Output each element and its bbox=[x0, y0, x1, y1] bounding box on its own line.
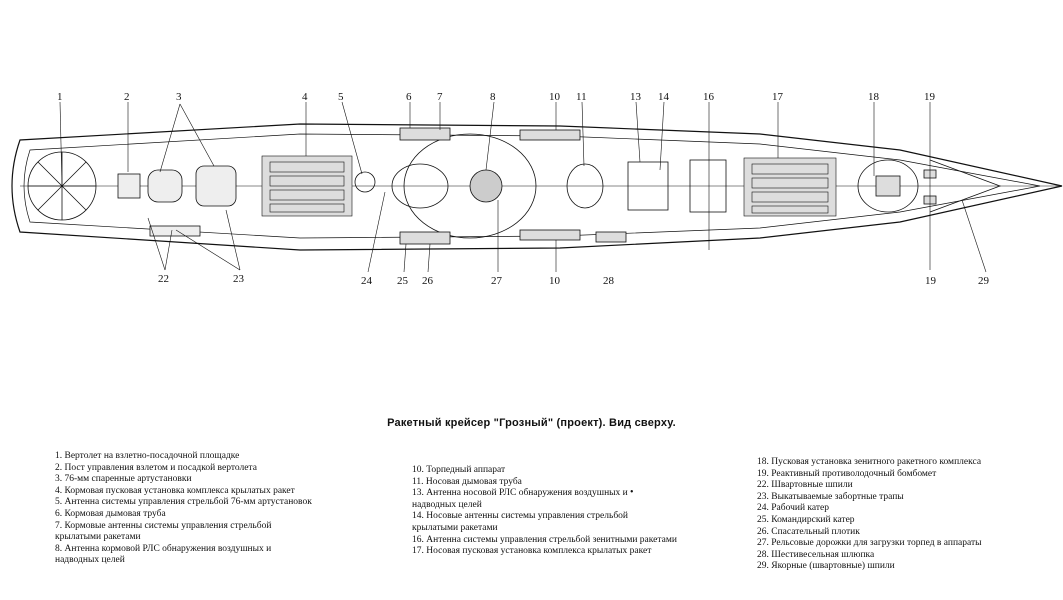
label-8: 8 bbox=[490, 91, 496, 103]
label-13: 13 bbox=[630, 91, 642, 103]
label-10-top: 10 bbox=[549, 91, 561, 103]
legend-item: 10. Торпедный аппарат bbox=[412, 465, 506, 475]
label-14: 14 bbox=[658, 91, 670, 103]
legend-item: 11. Носовая дымовая труба bbox=[412, 476, 522, 487]
legend-item: 24. Рабочий катер bbox=[757, 503, 829, 514]
drawing-caption: Ракетный крейсер "Грозный" (проект). Вид… bbox=[387, 417, 676, 429]
aft-missile-launcher bbox=[261, 155, 353, 217]
legend-item: 19. Реактивный противолодочный бомбомет bbox=[757, 468, 937, 479]
aft-gun-mounts bbox=[117, 165, 237, 237]
legend-item: 6. Кормовая дымовая труба bbox=[55, 508, 166, 519]
legend-item: 14. Носовые антенны системы управления с… bbox=[412, 511, 628, 533]
legend-item: 16. Антенна системы управления стрельбой… bbox=[412, 534, 677, 545]
legend-item: 18. Пусковая установка зенитного ракетно… bbox=[757, 457, 982, 467]
legend-item: 7. Кормовые антенны системы управления с… bbox=[55, 520, 272, 543]
legend-item: 4. Кормовая пусковая установка комплекса… bbox=[55, 485, 295, 496]
label-6: 6 bbox=[406, 91, 412, 103]
label-25: 25 bbox=[397, 275, 409, 287]
forward-missile-launcher bbox=[743, 157, 837, 217]
label-28: 28 bbox=[603, 275, 615, 287]
label-11: 11 bbox=[576, 91, 587, 103]
legend-item: 26. Спасательный плотик bbox=[757, 526, 860, 537]
label-19-top: 19 bbox=[924, 91, 936, 103]
legend-item: 2. Пост управления взлетом и посадкой ве… bbox=[55, 462, 257, 473]
label-7: 7 bbox=[437, 91, 443, 103]
labels-top: 1 2 3 4 5 6 7 8 10 11 13 14 16 17 18 19 bbox=[57, 91, 936, 103]
labels-bottom: 22 23 24 25 26 27 10 28 19 29 bbox=[158, 273, 990, 287]
leader-lines bbox=[59, 101, 987, 273]
label-29: 29 bbox=[978, 275, 990, 287]
legend-item: 3. 76-мм спаренные артустановки bbox=[55, 474, 192, 485]
deck-edge bbox=[23, 133, 1041, 239]
label-1: 1 bbox=[57, 91, 63, 103]
legend-item: 22. Швартовные шпили bbox=[757, 480, 853, 491]
legend-item: 27. Рельсовые дорожки для загрузки торпе… bbox=[757, 538, 982, 549]
label-24: 24 bbox=[361, 275, 373, 287]
legend-item: 28. Шестивесельная шлюпка bbox=[757, 549, 875, 560]
legend-item: 25. Командирский катер bbox=[757, 514, 855, 525]
label-2: 2 bbox=[124, 91, 130, 103]
label-27: 27 bbox=[491, 275, 503, 287]
label-23: 23 bbox=[233, 273, 245, 285]
legend-item: 8. Антенна кормовой РЛС обнаружения возд… bbox=[55, 543, 272, 566]
label-19-bottom: 19 bbox=[925, 275, 937, 287]
label-3: 3 bbox=[176, 91, 182, 103]
label-18: 18 bbox=[868, 91, 880, 103]
hull-outline bbox=[11, 123, 1063, 251]
legend-item: 1. Вертолет на взлетно-посадочной площад… bbox=[55, 451, 240, 461]
legend-item: 5. Антенна системы управления стрельбой … bbox=[55, 497, 312, 508]
legend-column-3: 18. Пусковая установка зенитного ракетно… bbox=[757, 457, 1057, 573]
label-10-bottom: 10 bbox=[549, 275, 561, 287]
stray-mark: • bbox=[630, 487, 634, 498]
legend-column-1: 1. Вертолет на взлетно-посадочной площад… bbox=[55, 451, 335, 567]
legend-item: 17. Носовая пусковая установка комплекса… bbox=[412, 546, 652, 557]
label-4: 4 bbox=[302, 91, 308, 103]
legend-column-2: 10. Торпедный аппарат 11. Носовая дымова… bbox=[412, 465, 712, 558]
label-22: 22 bbox=[158, 273, 169, 285]
label-26: 26 bbox=[422, 275, 434, 287]
legend-item: 13. Антенна носовой РЛС обнаружения возд… bbox=[412, 488, 628, 510]
label-16: 16 bbox=[703, 91, 715, 103]
legend-item: 23. Выкатываемые забортные трапы bbox=[757, 491, 904, 502]
legend-item: 29. Якорные (швартовные) шпили bbox=[757, 561, 895, 572]
mid-superstructure bbox=[354, 127, 727, 245]
label-5: 5 bbox=[338, 91, 344, 103]
label-17: 17 bbox=[772, 91, 784, 103]
